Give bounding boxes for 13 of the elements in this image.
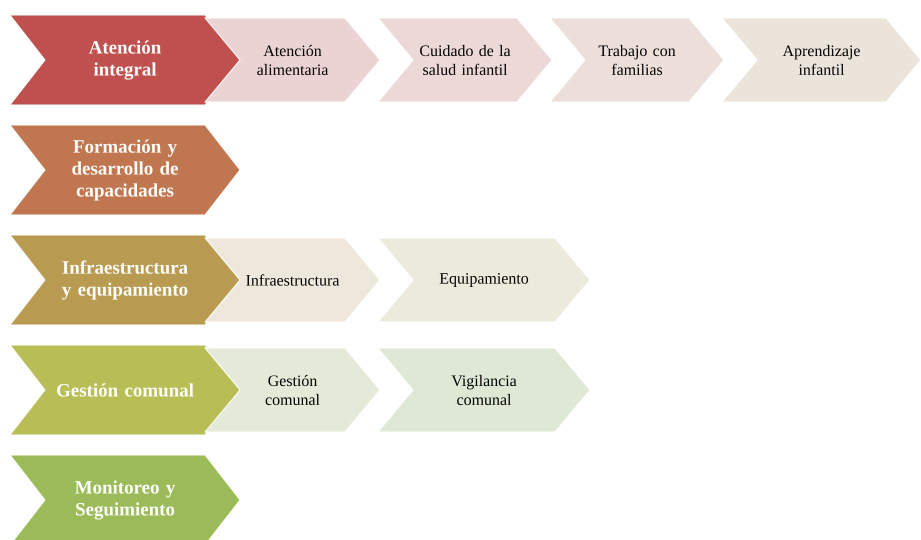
step-banner: Gestión comunal (204, 348, 381, 432)
category-banner: Atención integral (8, 14, 241, 106)
category-banner: Formación y desarrollo de capacidades (8, 124, 241, 216)
step-banner: Vigilancia comunal (376, 348, 591, 432)
step-banner: Infraestructura (204, 238, 381, 322)
step-banner: Atención alimentaria (204, 18, 381, 102)
category-banner: Infraestructura y equipamiento (8, 234, 241, 326)
step-banner: Trabajo con familias (548, 18, 725, 102)
step-banner: Aprendizaje infantil (720, 18, 921, 102)
step-banner: Equipamiento (376, 238, 591, 322)
step-banner: Cuidado de la salud infantil (376, 18, 553, 102)
category-banner: Monitoreo y Seguimiento (8, 454, 241, 540)
category-banner: Gestión comunal (8, 344, 241, 436)
